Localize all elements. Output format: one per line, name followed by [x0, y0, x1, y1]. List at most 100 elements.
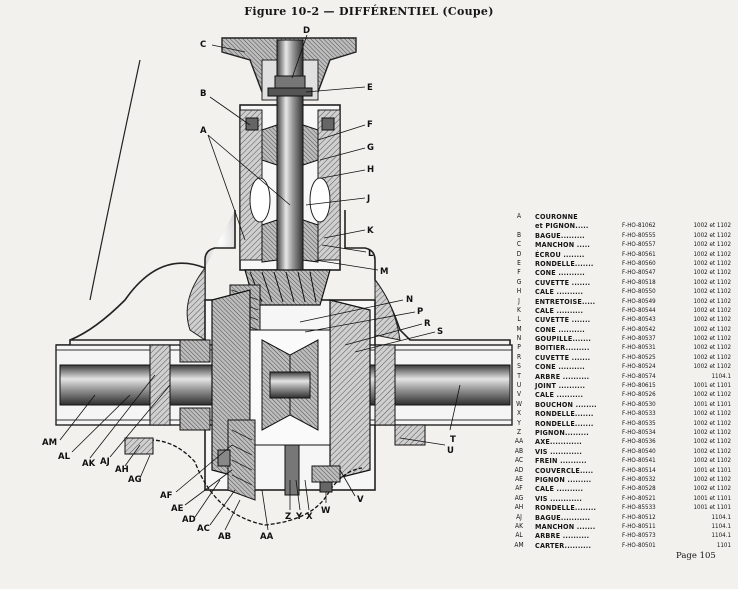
legend-key: AK	[515, 521, 523, 530]
legend-key: AL	[515, 531, 523, 540]
callout-AA: AA	[260, 532, 274, 542]
legend-models: 1002 et 1102	[693, 241, 731, 249]
legend-name: CONE ..........	[535, 324, 585, 334]
callout-labels: C D E B A F G H J K L M N P R S AM AL AK…	[42, 26, 456, 542]
legend-models: 1002 et 1102	[693, 259, 731, 267]
callout-AB: AB	[218, 532, 231, 542]
legend-ref: F-HO-80524	[622, 363, 656, 371]
callout-AH: AH	[115, 465, 129, 475]
legend-models: 1001 et 1101	[693, 466, 731, 474]
legend-ref: F-HO-80560	[622, 259, 656, 267]
legend-ref: F-HO-80555	[622, 231, 656, 239]
legend-models: 1002 et 1102	[693, 363, 731, 371]
legend-name: COURONNE	[535, 212, 578, 221]
callout-W: W	[321, 506, 331, 516]
legend-ref: F-HO-80521	[622, 494, 656, 502]
callout-AM: AM	[42, 438, 57, 448]
legend-name: CUVETTE .......	[535, 352, 591, 362]
legend-models: 1002 et 1102	[693, 428, 731, 436]
legend-ref: F-HO-80512	[622, 513, 656, 521]
callout-AD: AD	[182, 515, 196, 525]
callout-AL: AL	[58, 452, 71, 462]
legend-name: ARBRE ..........	[535, 371, 590, 381]
legend-name: VIS ............	[535, 446, 582, 456]
legend-models: 1001 et 1101	[693, 382, 731, 390]
legend-models: 1104.1	[711, 513, 731, 521]
cover-outline	[149, 439, 363, 526]
legend-name: CARTER..........	[535, 540, 592, 550]
callout-K: K	[367, 226, 374, 236]
legend-models: 1104.1	[711, 532, 731, 540]
legend-models: 1002 et 1102	[693, 316, 731, 324]
legend-key: M	[516, 324, 522, 333]
legend-key: F	[517, 268, 521, 277]
legend-models: 1001 et 1101	[693, 494, 731, 502]
legend-name: RONDELLE........	[535, 503, 597, 513]
legend-name: ARBRE ..........	[535, 531, 590, 541]
legend-name: BAGUE.........	[535, 230, 585, 240]
legend-ref: F-HO-80550	[622, 288, 656, 296]
legend-key: G	[516, 277, 522, 286]
legend-name: et PIGNON.....	[535, 221, 589, 231]
legend-key: AE	[515, 474, 523, 483]
legend-ref: F-HO-80557	[622, 241, 656, 249]
legend-name: MANCHON .......	[535, 521, 596, 531]
legend-name: ÉCROU ........	[535, 249, 585, 259]
legend-key: J	[518, 296, 520, 305]
legend-models: 1002 et 1102	[693, 231, 731, 239]
legend-ref: F-HO-80573	[622, 532, 656, 540]
legend-key: AM	[514, 540, 524, 549]
legend-name: CONE ..........	[535, 362, 585, 372]
legend-name: BOUCHON ........	[535, 399, 597, 409]
callout-U: U	[447, 446, 454, 456]
pinion-shaft	[245, 39, 335, 271]
legend-ref: F-HO-80536	[622, 438, 656, 446]
legend-name: CUVETTE .......	[535, 277, 591, 287]
legend-ref: F-HO-80535	[622, 419, 656, 427]
legend-key: P	[517, 343, 521, 352]
legend-models: 1002 et 1102	[693, 447, 731, 455]
legend-models: 1002 et 1102	[693, 353, 731, 361]
legend-models: 1002 et 1102	[693, 438, 731, 446]
callout-D: D	[303, 26, 310, 36]
callout-S: S	[437, 327, 443, 337]
legend-key: N	[516, 334, 522, 343]
legend-ref: F-HO-80514	[622, 466, 656, 474]
legend-ref: F-HO-80533	[622, 410, 656, 418]
callout-A: A	[200, 126, 207, 136]
legend-ref: F-HO-80526	[622, 391, 656, 399]
legend-models: 1002 et 1102	[693, 410, 731, 418]
legend-name: CALE ..........	[535, 390, 584, 400]
callout-H: H	[367, 165, 374, 175]
callout-AG: AG	[128, 475, 142, 485]
legend-ref: F-HO-80547	[622, 269, 656, 277]
legend-ref: F-HO-81062	[622, 222, 656, 230]
legend-ref: F-HO-80530	[622, 400, 656, 408]
callout-AC: AC	[197, 524, 210, 534]
legend-name: MANCHON .....	[535, 240, 591, 250]
legend-name: CUVETTE .......	[535, 315, 591, 325]
legend-name: CALE ..........	[535, 305, 584, 315]
legend-key: AG	[514, 493, 524, 502]
legend-ref: F-HO-80501	[622, 541, 656, 549]
legend-models: 1002 et 1102	[693, 344, 731, 352]
legend-name: BAGUE...........	[535, 512, 591, 522]
legend-key: E	[517, 258, 521, 267]
